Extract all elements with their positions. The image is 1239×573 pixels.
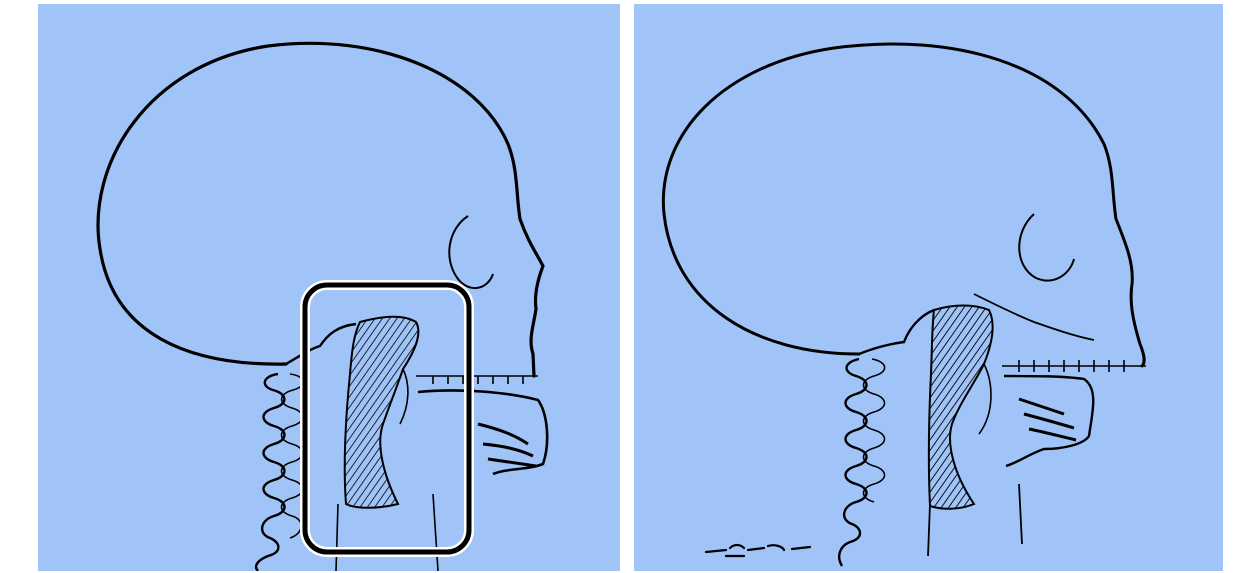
orbit-outline — [1019, 214, 1074, 281]
upper-teeth — [1002, 360, 1146, 372]
panel-left — [38, 4, 620, 571]
tongue-muscles — [478, 424, 536, 466]
artist-marks — [706, 545, 810, 556]
cervical-spine-illustration — [256, 374, 284, 571]
panel-right — [634, 4, 1223, 571]
pharynx-hatched-region — [929, 306, 993, 509]
mastoid-outline — [859, 310, 934, 354]
upper-teeth — [416, 376, 538, 384]
tongue-muscles — [1019, 399, 1076, 440]
mandible-outline — [418, 390, 547, 474]
orbit-outline — [449, 216, 493, 288]
mastoid-outline — [286, 324, 356, 364]
cervical-spine-illustration — [839, 359, 866, 566]
cranium-outline — [663, 44, 1144, 366]
pharynx-hatched-region — [345, 317, 419, 508]
skull-lateral-illustration-left — [38, 4, 620, 571]
cranium-outline — [98, 43, 543, 376]
skull-lateral-illustration-right — [634, 4, 1223, 571]
